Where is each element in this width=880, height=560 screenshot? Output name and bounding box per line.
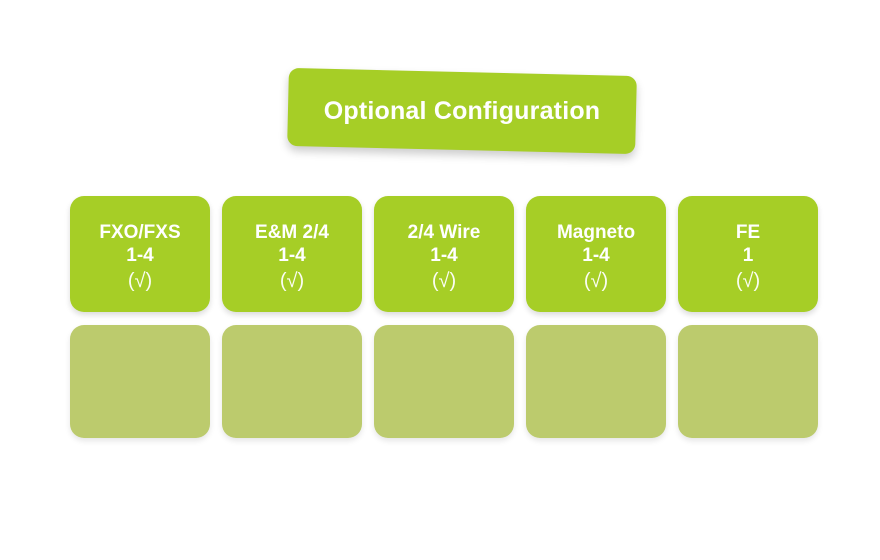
- config-card-range: 1: [742, 245, 754, 266]
- config-card-checkmark: (√): [735, 270, 761, 292]
- config-card-title: Magneto: [556, 222, 636, 243]
- empty-slot[interactable]: [70, 325, 210, 438]
- config-card-fxo-fxs[interactable]: FXO/FXS 1-4 (√): [70, 196, 210, 312]
- empty-slot-row: [70, 325, 818, 438]
- config-card-magneto[interactable]: Magneto 1-4 (√): [526, 196, 666, 312]
- config-card-checkmark: (√): [583, 270, 609, 292]
- config-card-title: FE: [735, 222, 761, 243]
- config-card-title: FXO/FXS: [99, 222, 181, 243]
- config-card-title: 2/4 Wire: [407, 222, 481, 243]
- config-card-range: 1-4: [126, 245, 154, 266]
- config-card-checkmark: (√): [279, 270, 305, 292]
- config-card-range: 1-4: [582, 245, 610, 266]
- config-card-2-4-wire[interactable]: 2/4 Wire 1-4 (√): [374, 196, 514, 312]
- config-card-title: E&M 2/4: [255, 222, 329, 243]
- empty-slot[interactable]: [222, 325, 362, 438]
- configuration-card-row: FXO/FXS 1-4 (√) E&M 2/4 1-4 (√) 2/4 Wire…: [70, 196, 818, 312]
- config-card-checkmark: (√): [431, 270, 457, 292]
- empty-slot[interactable]: [374, 325, 514, 438]
- config-card-fe[interactable]: FE 1 (√): [678, 196, 818, 312]
- config-card-checkmark: (√): [127, 270, 153, 292]
- config-card-range: 1-4: [278, 245, 306, 266]
- config-card-range: 1-4: [430, 245, 458, 266]
- empty-slot[interactable]: [526, 325, 666, 438]
- empty-slot[interactable]: [678, 325, 818, 438]
- banner-shape: [287, 67, 637, 155]
- config-card-em-2-4[interactable]: E&M 2/4 1-4 (√): [222, 196, 362, 312]
- optional-configuration-banner: Optional Configuration: [287, 62, 637, 160]
